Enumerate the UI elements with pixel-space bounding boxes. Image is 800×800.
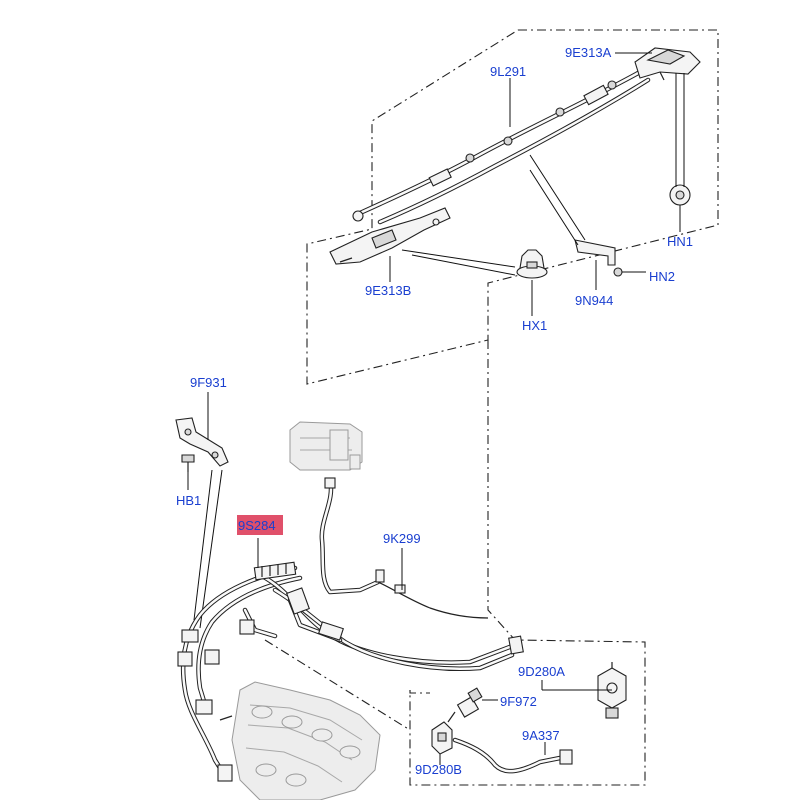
bracket-9F931-part[interactable] xyxy=(175,417,229,467)
part-labels: 9E313A 9L291 HN1 HN2 9N944 HX1 9E313B 9F… xyxy=(176,45,693,777)
check-valve-9F972[interactable] xyxy=(447,687,483,723)
label-9E313A[interactable]: 9E313A xyxy=(565,45,612,60)
label-9K299[interactable]: 9K299 xyxy=(383,531,421,546)
washer-pump-9D280B[interactable] xyxy=(431,721,453,755)
washer-hose-9S284[interactable] xyxy=(177,561,524,782)
label-9E313B[interactable]: 9E313B xyxy=(365,283,411,298)
washer-hose-9K299[interactable] xyxy=(319,477,489,619)
leader-lines-lower xyxy=(257,538,612,765)
washer-jet-9E313B[interactable] xyxy=(329,207,451,265)
washer-jet-9E313A[interactable] xyxy=(634,47,701,81)
washer-pipe-9A337[interactable] xyxy=(452,737,573,774)
label-HN2[interactable]: HN2 xyxy=(649,269,675,284)
label-9F931[interactable]: 9F931 xyxy=(190,375,227,390)
lower-assembly-boundary xyxy=(264,340,646,786)
label-HX1[interactable]: HX1 xyxy=(522,318,547,333)
leader-lines-upper xyxy=(389,52,685,316)
label-9D280B[interactable]: 9D280B xyxy=(415,762,462,777)
highlight-9S284 xyxy=(237,515,283,535)
label-9A337[interactable]: 9A337 xyxy=(522,728,560,743)
label-9D280A[interactable]: 9D280A xyxy=(518,664,565,679)
screw-HN2-part[interactable] xyxy=(613,267,623,277)
clip-HN1-part[interactable] xyxy=(669,184,691,206)
intake-manifold-outline xyxy=(231,681,381,800)
label-9L291[interactable]: 9L291 xyxy=(490,64,526,79)
bolt-HB1-part[interactable] xyxy=(181,454,195,472)
clip-HX1-part[interactable] xyxy=(516,249,548,279)
label-9F972[interactable]: 9F972 xyxy=(500,694,537,709)
label-HB1[interactable]: HB1 xyxy=(176,493,201,508)
washer-hose-9L291[interactable] xyxy=(352,69,651,225)
label-9S284[interactable]: 9S284 xyxy=(238,518,276,533)
leader-lines-left xyxy=(187,392,223,629)
label-9N944[interactable]: 9N944 xyxy=(575,293,613,308)
reservoir-outline xyxy=(289,421,363,471)
label-HN1[interactable]: HN1 xyxy=(667,234,693,249)
bracket-9N944[interactable] xyxy=(574,239,616,266)
